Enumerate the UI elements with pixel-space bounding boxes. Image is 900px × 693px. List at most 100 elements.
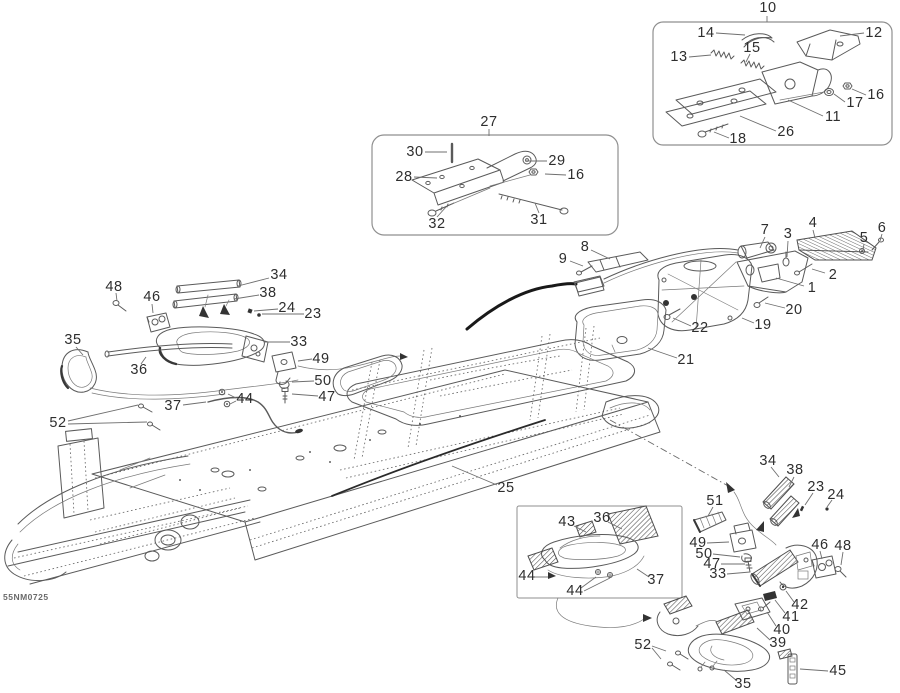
screw-52-pair	[138, 403, 161, 431]
callout-37a: 37	[164, 397, 182, 414]
nut-16	[842, 82, 853, 90]
fastener-23-right	[799, 505, 805, 512]
callout-42: 42	[791, 596, 809, 613]
leader-line-37a	[182, 401, 207, 406]
callout-1: 1	[807, 279, 817, 296]
callout-24a: 24	[278, 299, 296, 316]
handle-33	[156, 326, 269, 366]
leader-line-3	[786, 240, 789, 258]
leader-line-46a	[151, 303, 154, 314]
spring-13	[710, 49, 735, 60]
leader-line-35a	[75, 346, 84, 356]
screw-6	[871, 237, 884, 251]
cable-coupler	[573, 275, 605, 293]
screw-52-right-pair	[667, 650, 689, 671]
handle-detail	[541, 534, 639, 569]
handle-33-right	[750, 544, 818, 589]
callout-43: 43	[558, 513, 576, 530]
callout-20: 20	[785, 301, 803, 318]
fastener-24-right	[825, 507, 829, 511]
leader-line-2	[811, 268, 826, 274]
screw-48	[112, 300, 127, 312]
callout-17: 17	[846, 94, 864, 111]
callout-19: 19	[754, 316, 772, 333]
leader-line-23b	[804, 492, 814, 506]
fastener-23	[257, 313, 261, 317]
callout-36b: 36	[593, 509, 611, 526]
callout-24b: 24	[827, 486, 845, 503]
grab-handle-assembly-left	[60, 279, 408, 434]
callout-51: 51	[706, 492, 724, 509]
detail-box-hitch-assembly	[652, 21, 893, 146]
callout-14: 14	[697, 24, 715, 41]
lever-arm	[656, 595, 719, 637]
callout-5: 5	[859, 229, 869, 246]
chassis-frame	[4, 325, 777, 585]
bulb-socket-7	[737, 241, 777, 259]
callout-18: 18	[729, 130, 747, 147]
callout-31: 31	[530, 211, 548, 228]
callout-47b: 47	[703, 555, 721, 572]
leader-line-18	[713, 131, 730, 139]
leader-line-39	[756, 627, 771, 641]
callout-52b: 52	[634, 636, 652, 653]
callout-40: 40	[773, 621, 791, 638]
callout-30: 30	[406, 143, 424, 160]
screw-22	[663, 308, 681, 320]
callout-48a: 48	[105, 278, 123, 295]
bracket-49	[271, 351, 297, 385]
bolt-32	[427, 202, 455, 217]
leader-line-33b	[726, 571, 751, 575]
nut-42	[779, 583, 787, 591]
strip-45	[777, 648, 798, 685]
callout-52a: 52	[49, 414, 67, 431]
diagram-code: 55NM0725	[3, 592, 49, 602]
bracket-29	[486, 150, 537, 182]
screw-9	[576, 265, 593, 276]
pad-51	[693, 511, 727, 533]
leader-line-43	[573, 525, 587, 533]
nut-44-pair	[218, 388, 231, 408]
callout-49a: 49	[312, 350, 330, 367]
callout-37b: 37	[647, 571, 665, 588]
callout-44b: 44	[518, 567, 536, 584]
leader-line-21	[647, 347, 678, 359]
callout-16a: 16	[867, 86, 885, 103]
callout-38a: 38	[259, 284, 277, 301]
nut-16-front	[528, 168, 539, 176]
callout-6: 6	[877, 219, 887, 236]
bolt-18	[697, 123, 729, 138]
lever-bracket-39	[715, 597, 771, 635]
leader-line-49a	[297, 358, 313, 362]
tail-light-assembly	[465, 230, 884, 361]
callout-39: 39	[769, 634, 787, 651]
leader-line-38b	[788, 476, 795, 488]
screw-40	[758, 601, 771, 612]
callout-41: 41	[782, 608, 800, 625]
screw-20	[753, 296, 769, 308]
callout-15: 15	[743, 39, 761, 56]
callout-27: 27	[480, 113, 498, 130]
leader-line-14	[715, 32, 746, 36]
leader-line-13	[688, 54, 712, 58]
tube-38-right	[769, 495, 800, 527]
callout-7: 7	[760, 221, 770, 238]
leader-line-12	[839, 32, 865, 37]
screw-48-right	[834, 566, 847, 578]
leader-line-19	[741, 317, 755, 324]
callout-29: 29	[548, 152, 566, 169]
hinge-bracket	[761, 61, 832, 105]
callout-23b: 23	[807, 478, 825, 495]
leader-line-52a	[67, 404, 139, 422]
screw-2	[794, 263, 813, 276]
leader-line-24a	[253, 308, 279, 312]
callout-48b: 48	[834, 537, 852, 554]
clip-50-right	[741, 553, 752, 563]
grab-handle-assembly-right	[656, 476, 847, 685]
callout-38b: 38	[786, 461, 804, 478]
leader-line-52b	[651, 645, 667, 652]
callout-8: 8	[580, 238, 590, 255]
plate-11	[675, 78, 777, 115]
